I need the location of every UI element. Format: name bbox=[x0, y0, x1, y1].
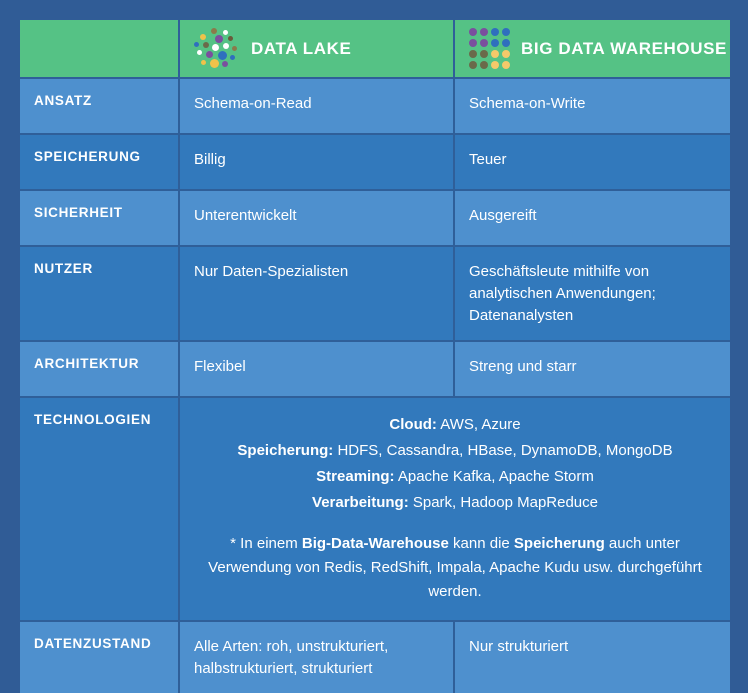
table-row-nutzer: NUTZER Nur Daten-Spezialisten Geschäftsl… bbox=[20, 247, 730, 343]
header-data-lake: DATA LAKE bbox=[180, 20, 455, 79]
data-lake-vs-warehouse-table: DATA LAKE BIG DATA WAREHOUSE ANSATZ Sche… bbox=[20, 20, 730, 693]
tech-line-verarbeitung: Verarbeitung: Spark, Hadoop MapReduce bbox=[198, 490, 712, 516]
tech-line-streaming: Streaming: Apache Kafka, Apache Storm bbox=[198, 464, 712, 490]
data-lake-dots-icon bbox=[194, 27, 240, 70]
tech-value-cloud: AWS, Azure bbox=[436, 416, 521, 434]
cell-datenzustand-warehouse: Nur strukturiert bbox=[455, 622, 730, 693]
cell-ansatz-warehouse: Schema-on-Write bbox=[455, 79, 730, 135]
cell-architektur-warehouse: Streng und starr bbox=[455, 342, 730, 399]
header-data-lake-label: DATA LAKE bbox=[251, 39, 352, 58]
cell-nutzer-warehouse: Geschäftsleute mithilfe von analytischen… bbox=[455, 247, 730, 343]
row-label-nutzer: NUTZER bbox=[20, 247, 180, 343]
cell-nutzer-data-lake: Nur Daten-Spezialisten bbox=[180, 247, 455, 343]
tech-value-speicherung: HDFS, Cassandra, HBase, DynamoDB, MongoD… bbox=[333, 442, 673, 460]
row-label-ansatz: ANSATZ bbox=[20, 79, 180, 135]
tech-key-verarbeitung: Verarbeitung: bbox=[312, 493, 409, 511]
tech-key-speicherung: Speicherung: bbox=[237, 442, 334, 460]
tech-value-streaming: Apache Kafka, Apache Storm bbox=[394, 467, 594, 485]
cell-architektur-data-lake: Flexibel bbox=[180, 342, 455, 399]
table-row-speicherung: SPEICHERUNG Billig Teuer bbox=[20, 135, 730, 191]
table-header-row: DATA LAKE BIG DATA WAREHOUSE bbox=[20, 20, 730, 79]
tech-line-speicherung: Speicherung: HDFS, Cassandra, HBase, Dyn… bbox=[198, 438, 712, 464]
tech-footnote-bold1: Big-Data-Warehouse bbox=[301, 535, 449, 553]
tech-footnote-part2: kann die bbox=[448, 535, 514, 553]
row-label-speicherung: SPEICHERUNG bbox=[20, 135, 180, 191]
tech-line-cloud: Cloud: AWS, Azure bbox=[198, 412, 712, 438]
cell-datenzustand-data-lake: Alle Arten: roh, unstrukturiert, halbstr… bbox=[180, 622, 455, 693]
table-row-technologien: TECHNOLOGIEN Cloud: AWS, Azure Speicheru… bbox=[20, 398, 730, 623]
cell-speicherung-data-lake: Billig bbox=[180, 135, 455, 191]
cell-technologien-merged: Cloud: AWS, Azure Speicherung: HDFS, Cas… bbox=[180, 398, 730, 623]
tech-footnote-part3: auch unter Verwendung von Redis, RedShif… bbox=[208, 535, 702, 601]
table-row-datenzustand: DATENZUSTAND Alle Arten: roh, unstruktur… bbox=[20, 622, 730, 693]
cell-speicherung-warehouse: Teuer bbox=[455, 135, 730, 191]
cell-sicherheit-data-lake: Unterentwickelt bbox=[180, 191, 455, 247]
big-data-warehouse-grid-icon bbox=[469, 28, 510, 69]
cell-sicherheit-warehouse: Ausgereift bbox=[455, 191, 730, 247]
row-label-technologien: TECHNOLOGIEN bbox=[20, 398, 180, 623]
header-blank-cell bbox=[20, 20, 180, 79]
table-row-ansatz: ANSATZ Schema-on-Read Schema-on-Write bbox=[20, 79, 730, 135]
tech-key-cloud: Cloud: bbox=[389, 416, 437, 434]
table-row-architektur: ARCHITEKTUR Flexibel Streng und starr bbox=[20, 342, 730, 399]
row-label-datenzustand: DATENZUSTAND bbox=[20, 622, 180, 693]
table-row-sicherheit: SICHERHEIT Unterentwickelt Ausgereift bbox=[20, 191, 730, 247]
tech-key-streaming: Streaming: bbox=[316, 467, 395, 485]
tech-value-verarbeitung: Spark, Hadoop MapReduce bbox=[408, 493, 598, 511]
tech-footnote: * In einem Big-Data-Warehouse kann die S… bbox=[198, 532, 712, 604]
cell-ansatz-data-lake: Schema-on-Read bbox=[180, 79, 455, 135]
tech-footnote-bold2: Speicherung bbox=[513, 535, 605, 553]
tech-footnote-part1: * In einem bbox=[230, 535, 302, 553]
row-label-architektur: ARCHITEKTUR bbox=[20, 342, 180, 399]
row-label-sicherheit: SICHERHEIT bbox=[20, 191, 180, 247]
header-big-data-warehouse-label: BIG DATA WAREHOUSE bbox=[521, 39, 727, 58]
header-big-data-warehouse: BIG DATA WAREHOUSE bbox=[455, 20, 730, 79]
